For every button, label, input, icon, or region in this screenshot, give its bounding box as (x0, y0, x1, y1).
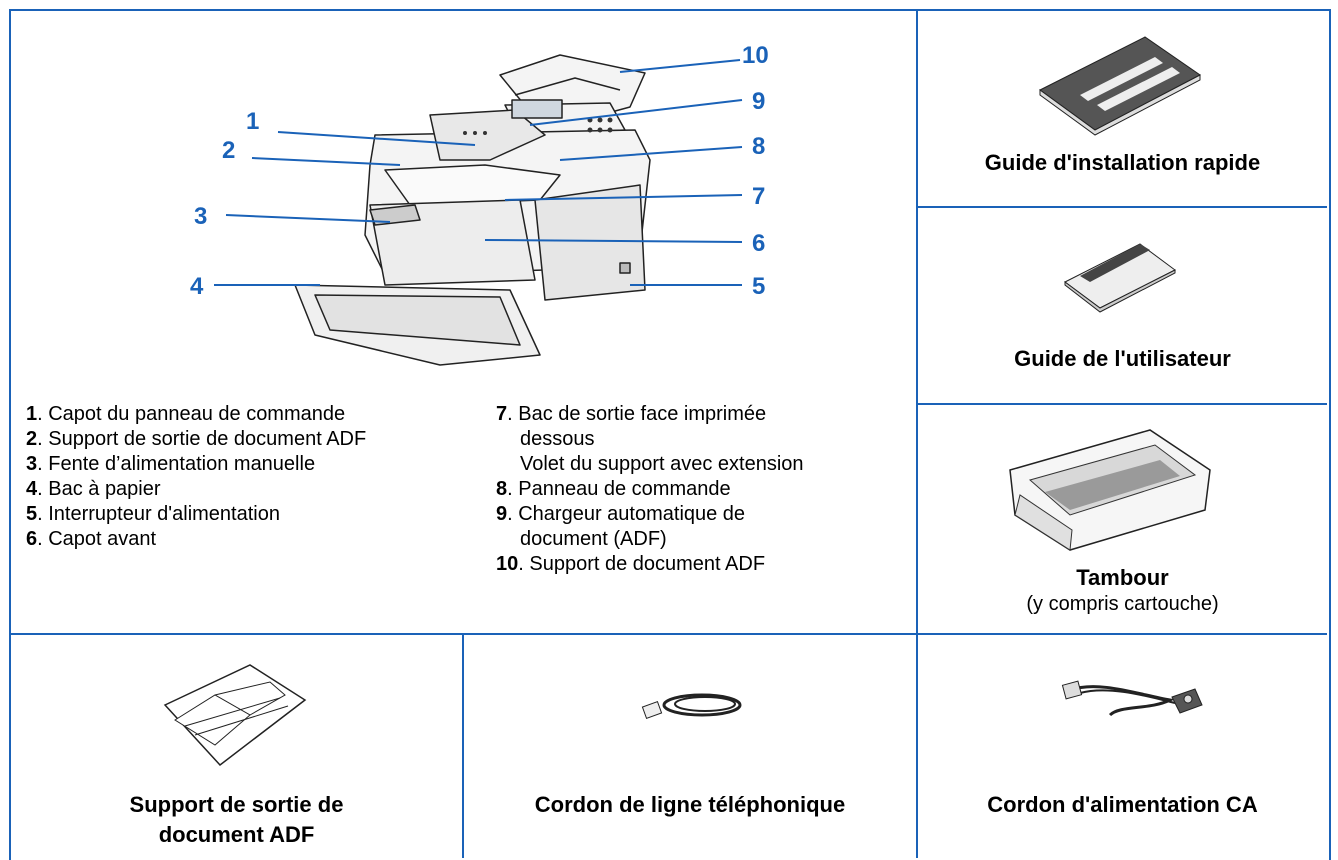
callout-8: 8 (752, 133, 766, 160)
legend-item: 3. Fente d’alimentation manuelle (26, 453, 316, 475)
drum-caption: Tambour (1076, 565, 1169, 590)
adf-output-support-icon (163, 664, 307, 767)
grid-line (916, 206, 1327, 208)
quick-guide-booklet-icon (1039, 36, 1201, 136)
grid-line (9, 633, 1327, 635)
callout-2: 2 (222, 137, 236, 164)
drum-subcaption: (y compris cartouche) (1026, 593, 1219, 615)
caption-line: Support de sortie de (129, 792, 344, 817)
legend-item-continuation: Volet du support avec extension (520, 453, 804, 475)
user-guide-caption: Guide de l'utilisateur (1014, 346, 1231, 371)
legend-item-continuation: dessous (520, 428, 595, 450)
user-guide-booklet-icon (1064, 243, 1176, 313)
legend-item: 9. Chargeur automatique de (496, 503, 746, 525)
legend-item: 8. Panneau de commande (496, 478, 731, 500)
legend-item: 2. Support de sortie de document ADF (26, 428, 367, 450)
legend-item: 5. Interrupteur d'alimentation (26, 503, 280, 525)
legend-item: 6. Capot avant (26, 528, 157, 550)
callout-5: 5 (752, 273, 766, 300)
callout-1: 1 (246, 108, 260, 135)
callout-10: 10 (742, 42, 769, 69)
adf-output-support-caption: Support de sortie de document ADF (11, 790, 462, 850)
telephone-cord-icon (641, 693, 742, 720)
grid-line (916, 9, 918, 858)
telephone-cord-caption: Cordon de ligne téléphonique (534, 792, 846, 817)
outer-frame (9, 9, 1331, 860)
legend-item-continuation: document (ADF) (520, 528, 667, 550)
caption-line: document ADF (158, 822, 315, 847)
drum-unit-icon (1009, 429, 1211, 551)
grid-line (462, 633, 464, 858)
power-cord-caption: Cordon d'alimentation CA (987, 792, 1258, 817)
callout-3: 3 (194, 203, 208, 230)
callout-9: 9 (752, 88, 766, 115)
callout-7: 7 (752, 183, 766, 210)
quick-guide-caption: Guide d'installation rapide (984, 150, 1261, 175)
legend-item: 7. Bac de sortie face imprimée (496, 403, 767, 425)
fax-machine-illustration (294, 54, 651, 366)
legend-item: 10. Support de document ADF (496, 553, 766, 575)
callout-4: 4 (190, 273, 204, 300)
legend-item: 4. Bac à papier (26, 478, 161, 500)
grid-line (916, 403, 1327, 405)
legend-left: 1. Capot du panneau de commande 2. Suppo… (26, 402, 496, 552)
power-cord-icon (1061, 680, 1203, 717)
callout-6: 6 (752, 230, 766, 257)
legend-right: 7. Bac de sortie face imprimée dessous V… (496, 402, 911, 577)
legend-item: 1. Capot du panneau de commande (26, 403, 346, 425)
